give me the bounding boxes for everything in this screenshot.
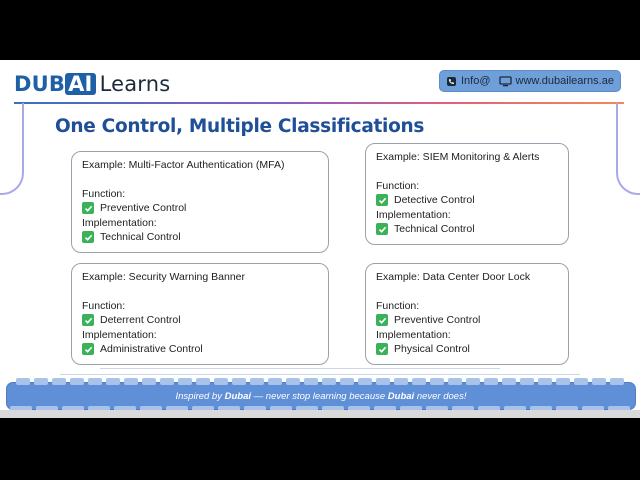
implementation-label: Implementation: [376, 208, 451, 221]
card-title: Example: Security Warning Banner [82, 271, 246, 283]
email-label: Info@ [461, 75, 491, 87]
card-warning-banner: Example: Security Warning Banner Functio… [71, 263, 329, 365]
contact-pill: Info@ www.dubailearns.ae [439, 70, 621, 92]
page-title: One Control, Multiple Classifications [55, 116, 425, 137]
implementation-row: Technical Control [82, 230, 318, 245]
decorative-arc-left [0, 103, 24, 195]
function-label: Function: [82, 299, 126, 312]
function-label: Function: [376, 179, 420, 192]
slide: DUB AI Learns Info@ www.dubailearns.ae O… [0, 60, 640, 418]
checkmark-icon [376, 223, 388, 236]
implementation-label: Implementation: [376, 328, 451, 341]
footer-text-part: — never stop learning because [251, 390, 388, 402]
header-divider [14, 102, 624, 104]
card-title: Example: Data Center Door Lock [376, 271, 531, 283]
card-door-lock: Example: Data Center Door Lock Function:… [365, 263, 569, 365]
email-link[interactable]: Info@ [446, 75, 491, 87]
implementation-row: Technical Control [376, 222, 558, 237]
footer-dubai: Dubai [224, 390, 252, 402]
monitor-icon [498, 75, 512, 87]
footer-text: Inspired by Dubai — never stop learning … [176, 391, 467, 402]
checkmark-icon [82, 202, 94, 215]
implementation-row: Administrative Control [82, 342, 318, 357]
implementation-label: Implementation: [82, 328, 157, 341]
implementation-value: Administrative Control [100, 343, 203, 355]
function-value: Detective Control [394, 194, 475, 206]
function-row: Preventive Control [376, 313, 558, 328]
implementation-value: Technical Control [100, 231, 181, 243]
card-siem: Example: SIEM Monitoring & Alerts Functi… [365, 143, 569, 245]
checkmark-icon [82, 231, 94, 244]
banner-dash-row-bottom [10, 406, 630, 414]
brand-part-ai: AI [65, 73, 96, 95]
checkmark-icon [376, 194, 388, 207]
card-mfa: Example: Multi-Factor Authentication (MF… [71, 151, 329, 253]
website-link[interactable]: www.dubailearns.ae [498, 75, 614, 87]
implementation-label: Implementation: [82, 216, 157, 229]
bottom-strip [0, 410, 640, 418]
checkmark-icon [376, 314, 388, 327]
function-row: Detective Control [376, 193, 558, 208]
implementation-value: Physical Control [394, 343, 470, 355]
implementation-row: Physical Control [376, 342, 558, 357]
banner-dash-row-top [10, 378, 630, 386]
function-row: Deterrent Control [82, 313, 318, 328]
card-title: Example: Multi-Factor Authentication (MF… [82, 159, 285, 171]
function-row: Preventive Control [82, 201, 318, 216]
function-value: Preventive Control [100, 202, 187, 214]
decorative-line [100, 368, 500, 369]
footer-text-part: never does! [414, 390, 467, 402]
brand-part-dub: DUB [14, 72, 66, 96]
checkmark-icon [376, 343, 388, 356]
footer-text-part: Inspired by [175, 390, 225, 402]
implementation-value: Technical Control [394, 223, 475, 235]
function-value: Preventive Control [394, 314, 481, 326]
footer-dubai: Dubai [387, 390, 415, 402]
checkmark-icon [82, 343, 94, 356]
function-label: Function: [82, 187, 126, 200]
function-value: Deterrent Control [100, 314, 181, 326]
decorative-line [60, 374, 580, 375]
website-label: www.dubailearns.ae [515, 75, 614, 87]
footer-banner: Inspired by Dubai — never stop learning … [6, 382, 636, 410]
brand-part-learns: Learns [99, 72, 171, 96]
phone-icon [446, 76, 457, 87]
decorative-arc-right [616, 103, 640, 195]
checkmark-icon [82, 314, 94, 327]
card-title: Example: SIEM Monitoring & Alerts [376, 151, 540, 163]
function-label: Function: [376, 299, 420, 312]
brand-logo: DUB AI Learns [14, 72, 170, 96]
